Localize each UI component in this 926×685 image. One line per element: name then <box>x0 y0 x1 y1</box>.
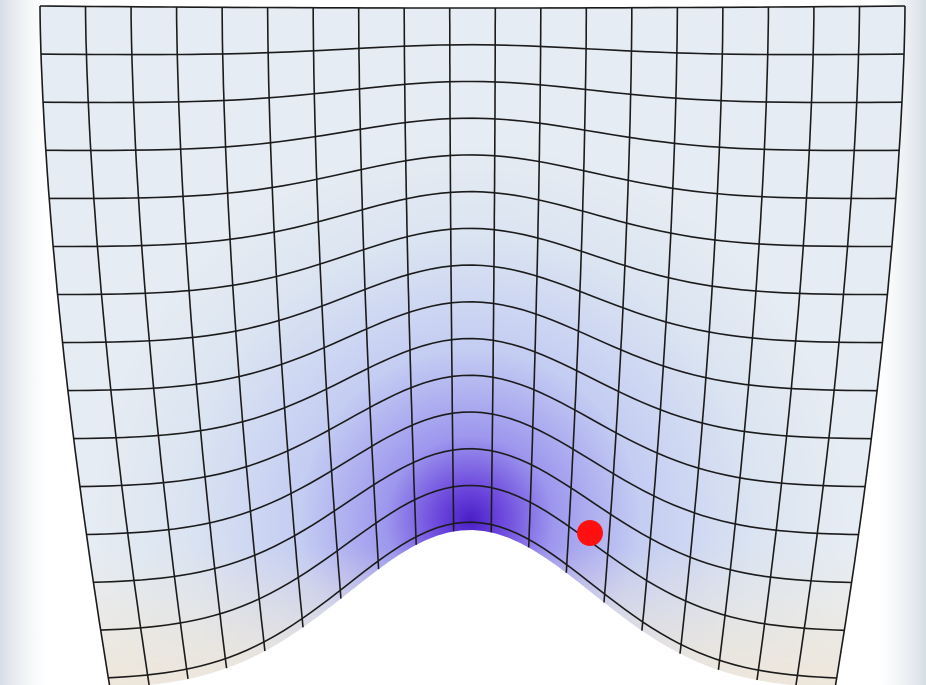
red-marker-point <box>577 520 603 546</box>
grid-line-horizontal <box>49 154 896 200</box>
grid-line-vertical <box>834 5 906 685</box>
bump-obstacle <box>190 532 760 685</box>
grid-line-vertical <box>403 8 417 545</box>
grid-line-vertical <box>717 7 770 670</box>
grid-line-horizontal <box>100 484 845 632</box>
grid-line-vertical <box>795 6 861 685</box>
grid-line-vertical <box>527 8 542 548</box>
grid-line-vertical <box>175 7 228 669</box>
grid-line-horizontal <box>42 80 903 104</box>
grid-line-vertical <box>266 7 304 628</box>
grid-line-vertical <box>357 7 380 570</box>
grid-lines <box>39 5 906 685</box>
grid-line-vertical <box>641 7 679 631</box>
grid-line-vertical <box>221 7 266 652</box>
grid-line-horizontal <box>86 411 859 536</box>
grid-line-horizontal <box>62 264 883 344</box>
grid-line-horizontal <box>40 43 905 56</box>
grid-line-horizontal <box>73 337 872 440</box>
grid-line-vertical <box>448 8 455 532</box>
grid-line-vertical <box>490 8 497 533</box>
grid-line-vertical <box>756 6 815 681</box>
grid-line-vertical <box>130 6 189 680</box>
grid-line-vertical <box>39 5 111 685</box>
grid-line-horizontal <box>39 5 906 9</box>
grid-line-horizontal <box>67 300 878 392</box>
grid-line-horizontal <box>79 374 866 488</box>
grid-line-vertical <box>565 7 588 573</box>
grid-line-horizontal <box>108 521 837 679</box>
grid-line-horizontal <box>93 447 852 584</box>
grid-line-horizontal <box>45 117 900 152</box>
grid-line-horizontal <box>57 227 888 296</box>
grid-line-vertical <box>84 6 150 685</box>
grid-line-horizontal <box>53 190 892 248</box>
grid-line-vertical <box>603 7 633 603</box>
grid-line-vertical <box>312 7 342 599</box>
grid-line-vertical <box>679 7 724 654</box>
